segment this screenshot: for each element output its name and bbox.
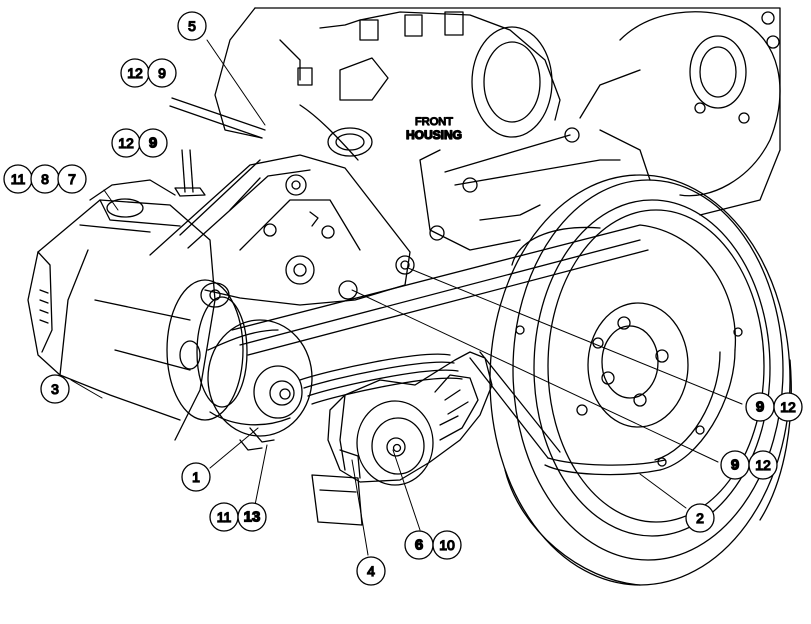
callout-number: 11: [217, 509, 232, 525]
serpentine-belt: [231, 224, 737, 476]
alternator-bracket: [149, 97, 415, 306]
callout-circle: [147, 58, 177, 88]
callout-7: 7: [57, 164, 87, 194]
callout-number: 12: [755, 457, 771, 473]
callout-3: 3: [40, 374, 70, 404]
callout-12-d: 12: [748, 450, 778, 480]
callout-number: 8: [41, 171, 49, 187]
callout-number: 9: [731, 457, 739, 474]
belt-tensioner: [311, 351, 493, 526]
callout-group: 5 12 9 12 9 11 8 7 3 1 11 13 4 6 10 2 9 …: [3, 11, 803, 586]
callout-8: 8: [30, 164, 60, 194]
callout-12-b: 12: [111, 128, 141, 158]
callout-circle: [57, 164, 87, 194]
callout-9-b: 9: [138, 128, 168, 158]
front-housing: FRONT HOUSING: [214, 7, 781, 251]
callout-5: 5: [177, 11, 207, 41]
callout-4: 4: [356, 556, 386, 586]
callout-number: 9: [149, 135, 157, 152]
callout-circle: [432, 530, 462, 560]
housing-label-front: FRONT: [415, 116, 453, 128]
callout-circle: [138, 128, 168, 158]
callout-12-a: 12: [120, 58, 150, 88]
callout-number: 11: [11, 171, 26, 187]
callout-number: 1: [192, 469, 200, 485]
callout-2: 2: [685, 503, 715, 533]
callout-number: 12: [127, 65, 143, 81]
callout-number: 2: [696, 510, 704, 526]
callout-13: 13: [237, 502, 267, 532]
callout-number: 3: [51, 381, 59, 397]
callout-number: 9: [158, 65, 166, 81]
callout-number: 12: [118, 135, 134, 151]
callout-1: 1: [181, 462, 211, 492]
callout-number: 5: [188, 18, 196, 34]
callout-6: 6: [404, 530, 434, 560]
callout-circle: [177, 11, 207, 41]
leader-lines: [70, 39, 743, 556]
callout-circle: [40, 374, 70, 404]
callout-9-c: 9: [745, 392, 775, 422]
callout-number: 4: [367, 563, 375, 579]
crankshaft-damper: [489, 174, 792, 586]
callout-9-a: 9: [147, 58, 177, 88]
callout-number: 13: [244, 509, 261, 526]
callout-circle: [181, 462, 211, 492]
alternator: [27, 179, 313, 451]
callout-circle: [748, 450, 778, 480]
callout-number: 10: [439, 537, 455, 553]
callout-circle: [237, 502, 267, 532]
callout-circle: [356, 556, 386, 586]
callout-circle: [773, 392, 803, 422]
callout-9-d: 9: [720, 450, 750, 480]
callout-11-b: 11: [209, 502, 239, 532]
callout-circle: [685, 503, 715, 533]
callout-10: 10: [432, 530, 462, 560]
callout-number: 9: [756, 399, 764, 416]
callout-12-c: 12: [773, 392, 803, 422]
callout-11-a: 11: [3, 164, 33, 194]
callout-number: 7: [68, 171, 76, 187]
callout-number: 12: [780, 399, 796, 415]
housing-label-housing: HOUSING: [406, 128, 462, 142]
callout-number: 6: [415, 537, 423, 554]
